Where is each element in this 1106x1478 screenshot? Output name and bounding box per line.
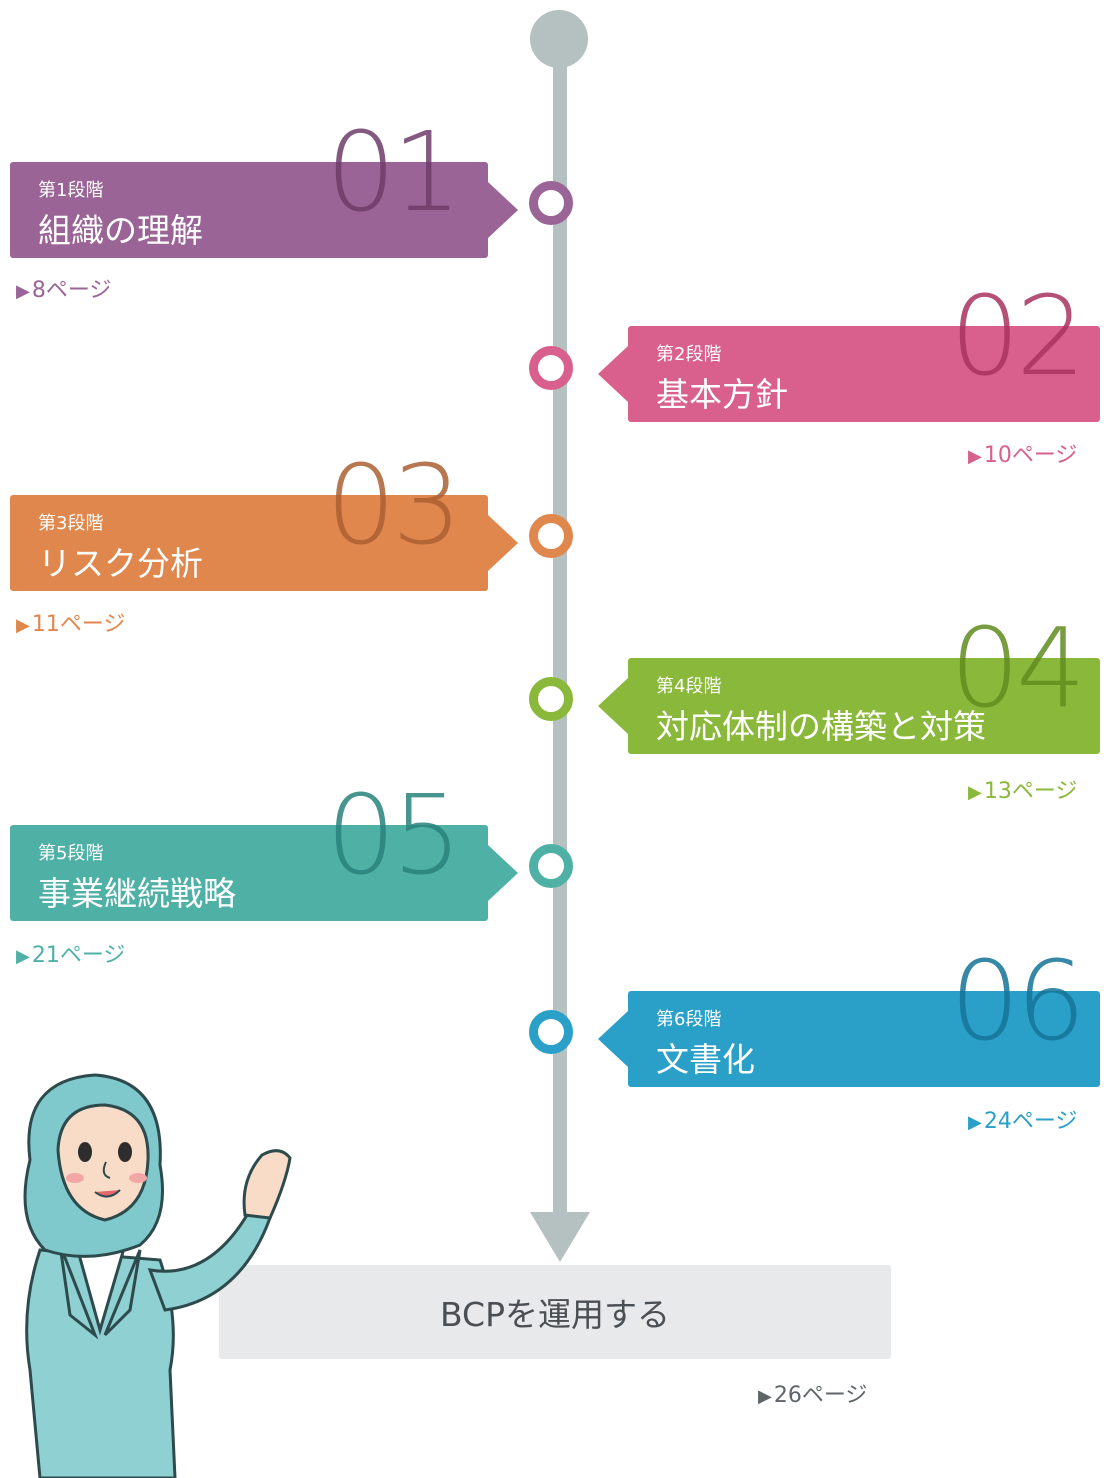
step-card-4: 04 第4段階 対応体制の構築と対策 [598,613,1100,754]
page-link-label-final: 26ページ [773,1383,868,1408]
step-card-3: 03 第3段階 リスク分析 [10,450,518,591]
play-arrow-icon: ▶ [968,782,982,803]
timeline-line [553,38,567,1218]
play-arrow-icon: ▶ [16,281,30,302]
timeline-node-4 [529,677,573,721]
step-title-3: リスク分析 [38,544,203,583]
page-link-label-3: 11ページ [31,612,126,637]
step-stage-label-1: 第1段階 [38,180,104,201]
step-stage-label-2: 第2段階 [656,344,722,365]
page-link-label-2: 10ページ [983,443,1078,468]
step-number-3: 03 [326,441,462,569]
step-number-5: 05 [326,771,462,899]
step-title-4: 対応体制の構築と対策 [656,707,986,746]
play-arrow-icon: ▶ [16,946,30,967]
step-stage-label-5: 第5段階 [38,843,104,864]
page-link-3[interactable]: ▶11ページ [16,606,125,638]
play-arrow-icon: ▶ [758,1386,772,1407]
play-arrow-icon: ▶ [968,1112,982,1133]
page-link-5[interactable]: ▶21ページ [16,937,125,969]
page-link-final[interactable]: ▶26ページ [758,1377,867,1409]
timeline-node-2 [529,346,573,390]
page-link-label-1: 8ページ [31,278,112,303]
step-pointer-4 [598,678,628,734]
play-arrow-icon: ▶ [968,446,982,467]
play-arrow-icon: ▶ [16,615,30,636]
page-link-6[interactable]: ▶24ページ [968,1103,1077,1135]
step-stage-label-4: 第4段階 [656,676,722,697]
presenter-illustration [23,1073,292,1478]
step-pointer-3 [488,515,518,571]
timeline-node-6 [529,1010,573,1054]
step-card-5: 05 第5段階 事業継続戦略 [10,780,518,921]
page-link-label-6: 24ページ [983,1109,1078,1134]
step-stage-label-6: 第6段階 [656,1009,722,1030]
page-link-1[interactable]: ▶8ページ [16,272,111,304]
timeline-node-1 [529,181,573,225]
step-pointer-6 [598,1011,628,1067]
step-title-6: 文書化 [656,1040,755,1079]
step-title-2: 基本方針 [656,375,788,414]
step-pointer-5 [488,845,518,901]
step-pointer-1 [488,182,518,238]
timeline-node-3 [529,514,573,558]
final-step-label: BCPを運用する [439,1295,670,1334]
step-number-1: 01 [326,108,462,236]
timeline-arrow-head [530,1212,590,1262]
step-pointer-2 [598,346,628,402]
step-card-1: 01 第1段階 組織の理解 [10,117,518,258]
step-card-6: 06 第6段階 文書化 [598,946,1100,1087]
step-title-1: 組織の理解 [38,211,203,250]
step-number-4: 04 [950,604,1086,732]
final-step-box: BCPを運用する [219,1265,891,1359]
step-number-6: 06 [950,937,1086,1065]
timeline-node-5 [529,844,573,888]
step-card-2: 02 第2段階 基本方針 [598,281,1100,422]
page-link-label-4: 13ページ [983,779,1078,804]
step-title-5: 事業継続戦略 [38,874,236,913]
step-stage-label-3: 第3段階 [38,513,104,534]
page-link-2[interactable]: ▶10ページ [968,437,1077,469]
page-link-label-5: 21ページ [31,943,126,968]
step-number-2: 02 [950,272,1086,400]
page-link-4[interactable]: ▶13ページ [968,773,1077,805]
